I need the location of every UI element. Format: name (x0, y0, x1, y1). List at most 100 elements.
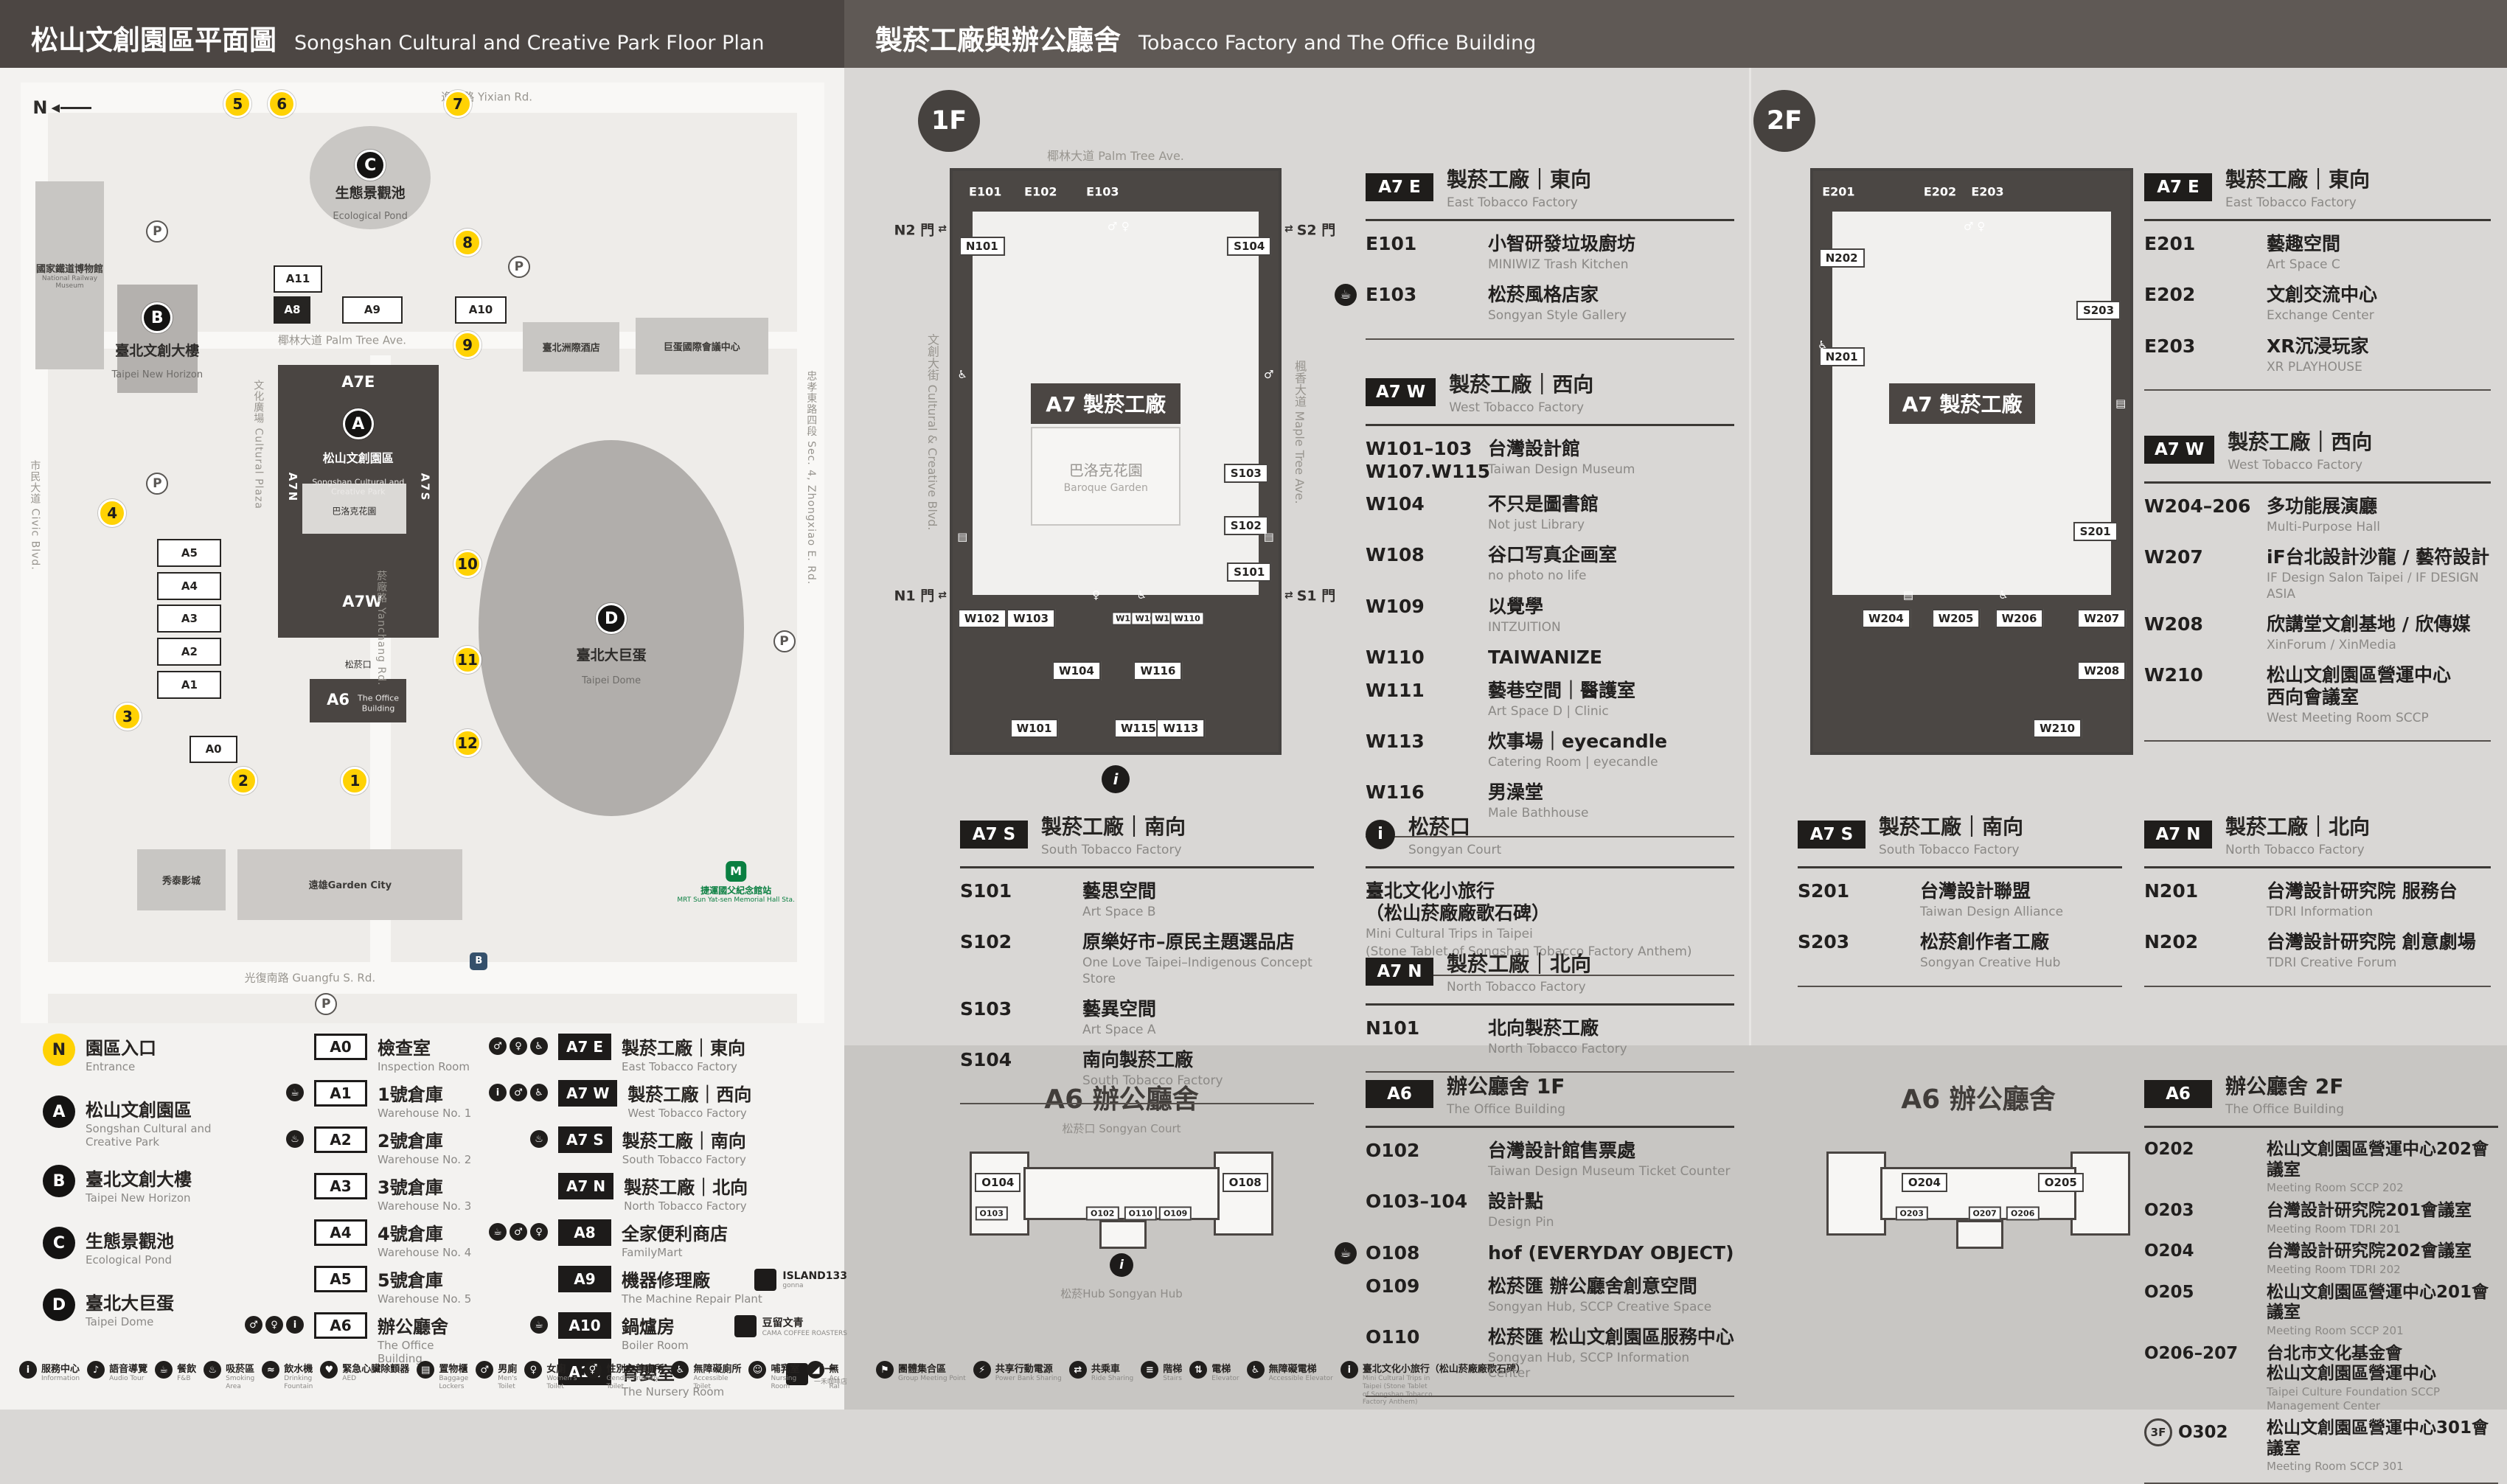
entry-name-en: West Meeting Room SCCP (2267, 711, 2429, 725)
legend-tag-a0: A0 (314, 1034, 367, 1060)
section-entries: 臺北文化小旅行（松山菸廠廠歌石碑）Mini Cultural Trips in … (1366, 880, 1734, 961)
legend-label-en: The Machine Repair Plant (622, 1292, 762, 1306)
section-title-zh: 製菸工廠｜西向 (1449, 372, 1594, 397)
amenity-icons: ☕♂♀ (483, 1219, 548, 1241)
entrance-marker-4: 4 (98, 499, 127, 528)
legend-label-en: Warehouse No. 5 (378, 1292, 472, 1306)
womens-toilet-icon: ♀ (265, 1316, 283, 1334)
legend-label-en: Entrance (86, 1060, 136, 1073)
amenity-label-en: Power Bank Sharing (995, 1375, 1062, 1382)
room-label-o104: O104 (975, 1173, 1021, 1192)
amenity-label-en: Accessible Toilet (693, 1375, 729, 1390)
section-title-en: The Office Building (2225, 1102, 2345, 1117)
map-label: A6 (327, 690, 350, 708)
amenity-icon: ♿ (1136, 588, 1147, 602)
amenity-label-en: Ride Sharing (1091, 1375, 1134, 1382)
legend-label-zh: 園區入口 (86, 1038, 156, 1059)
map-structure-a5: A5 (157, 538, 222, 568)
entry-code: E103 (1366, 284, 1476, 324)
legend-tag-a3: A3 (314, 1173, 367, 1199)
room-label-w207: W207 (2077, 608, 2127, 628)
entry-code-text: W109 (1366, 595, 1425, 617)
section-title-en: North Tobacco Factory (1447, 980, 1586, 994)
room-label-e202: E202 (1923, 184, 1957, 199)
amenity-text: 臺北文化小旅行（松山菸廠廠歌石碑）Mini Cultural Trips in … (1363, 1361, 1526, 1407)
entry-name-zh: 台灣設計聯盟 (1920, 880, 2031, 902)
parking-icon: P (146, 472, 169, 495)
legend-tag-a9: A9 (558, 1266, 611, 1292)
section-title-en: South Tobacco Factory (1041, 843, 1182, 857)
section-title-en: East Tobacco Factory (2225, 195, 2357, 210)
entry-code: E201 (2144, 233, 2255, 273)
room-label-e201: E201 (1822, 184, 1855, 199)
entry-name: TAIWANIZE (1488, 647, 1602, 669)
fnb-icon: ☕ (1335, 1241, 1357, 1264)
entry-code-text: W110 (1366, 646, 1425, 668)
section-title-en: East Tobacco Factory (1447, 195, 1578, 210)
legend-label-zh: 製菸工廠｜東向 (622, 1038, 746, 1059)
legend-tag-a2: A2 (314, 1126, 367, 1153)
amenity-label-zh: 服務中心 (41, 1364, 80, 1375)
amenity-icon: ♀ (1121, 219, 1130, 233)
legend-label-zh: 松山文創園區 (86, 1100, 192, 1121)
room-label-e203: E203 (1971, 184, 2004, 199)
entry-code-text: W113 (1366, 731, 1425, 752)
entry-code-text: O108 (1366, 1241, 1420, 1264)
map-label: Ecological Pond (333, 211, 408, 223)
entry-code: O202 (2144, 1140, 2255, 1195)
entry-name-en: Catering Room | eyecandle (1488, 755, 1658, 770)
amenity-label-zh: 臺北文化小旅行（松山菸廠廠歌石碑） (1362, 1364, 1526, 1375)
map-label: A7E (341, 372, 375, 391)
entry-code-text: O103–104 (1366, 1191, 1468, 1213)
room-label-w210: W210 (2033, 719, 2082, 739)
entry-code: O205 (2144, 1283, 2255, 1338)
amenity-label-en: Drinking Fountain (284, 1375, 313, 1390)
amenity-label-zh: 無障礙電梯 (1268, 1364, 1317, 1375)
entry-code: W207 (2144, 546, 2255, 602)
amenity-icon: ♿ (1998, 588, 2009, 602)
entry-name-zh: 松菸風格店家 (1488, 284, 1599, 306)
entry-name-en: MINIWIZ Trash Kitchen (1488, 257, 1629, 272)
amenity-icon: ▤ (2115, 397, 2127, 411)
mrt-station-marker: M 捷運國父紀念館站 MRT Sun Yat-sen Memorial Hall… (677, 860, 795, 904)
entry-name-zh: XR沉浸玩家 (2267, 335, 2369, 357)
compass-arrow-tail (60, 106, 91, 109)
entry-code: N202 (2144, 931, 2255, 971)
amenity-label-en: Mini Cultural Trips in Taipei (Stone Tab… (1362, 1375, 1433, 1407)
entry-name-zh: 南向製菸工廠 (1082, 1049, 1194, 1070)
section-tag: A6 (1366, 1079, 1433, 1108)
room-label-o109: O109 (1158, 1206, 1192, 1221)
brand-label-en: CAMA COFFEE ROASTERS (762, 1330, 847, 1337)
entry-name-zh: 藝趣空間 (2267, 233, 2341, 254)
entry-name-zh: 北向製菸工廠 (1488, 1017, 1599, 1039)
